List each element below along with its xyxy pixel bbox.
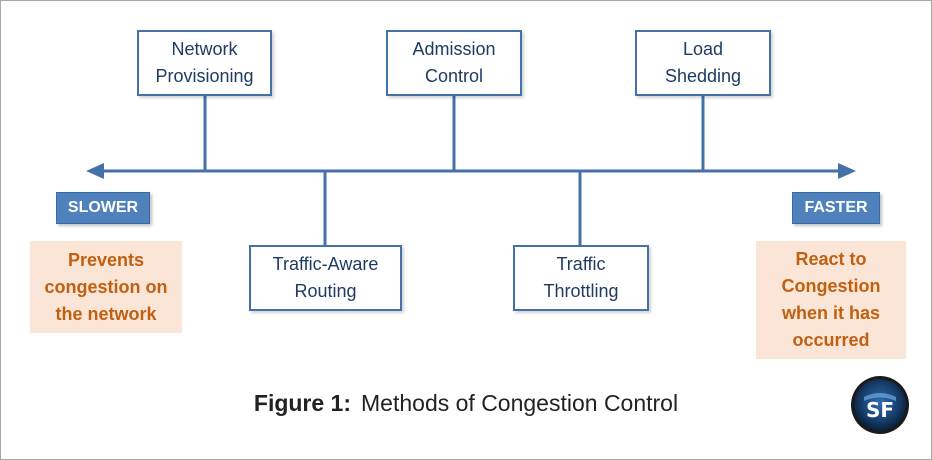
box-line: Provisioning [155,66,254,86]
figure-caption: Figure 1: Methods of Congestion Control [0,390,932,417]
box-traffic-aware-routing: Traffic-Aware Routing [249,245,402,311]
axis-arrow-left [86,163,104,179]
caption-text: Methods of Congestion Control [361,390,679,416]
note-line: congestion on [44,276,168,297]
note-line: Congestion [781,276,881,296]
box-traffic-throttling: Traffic Throttling [513,245,649,311]
note-line: the network [55,303,157,324]
box-line: Admission [412,39,496,59]
box-line: Traffic [556,254,606,274]
axis-arrow-right [838,163,856,179]
note-line: Prevents [67,249,145,270]
box-line: Throttling [543,281,619,301]
note-line: when it has [781,303,880,323]
sf-logo: SF [851,376,909,434]
note-faster: React to Congestion when it has occurred [756,241,906,359]
note-slower: Prevents congestion on the network [30,241,182,333]
note-line: occurred [792,330,870,350]
box-admission-control: Admission Control [386,30,522,96]
box-line: Network [171,39,238,59]
box-line: Load [682,39,724,59]
box-load-shedding: Load Shedding [635,30,771,96]
box-line: Control [424,66,484,86]
box-line: Shedding [664,66,742,86]
box-network-provisioning: Network Provisioning [137,30,272,96]
label-faster: FASTER [792,192,880,224]
label-slower: SLOWER [56,192,150,224]
note-line: React to [795,249,867,269]
caption-label: Figure 1: [253,390,352,416]
box-line: Traffic-Aware [272,254,379,274]
box-line: Routing [294,281,357,301]
logo-text: SF [866,398,894,422]
